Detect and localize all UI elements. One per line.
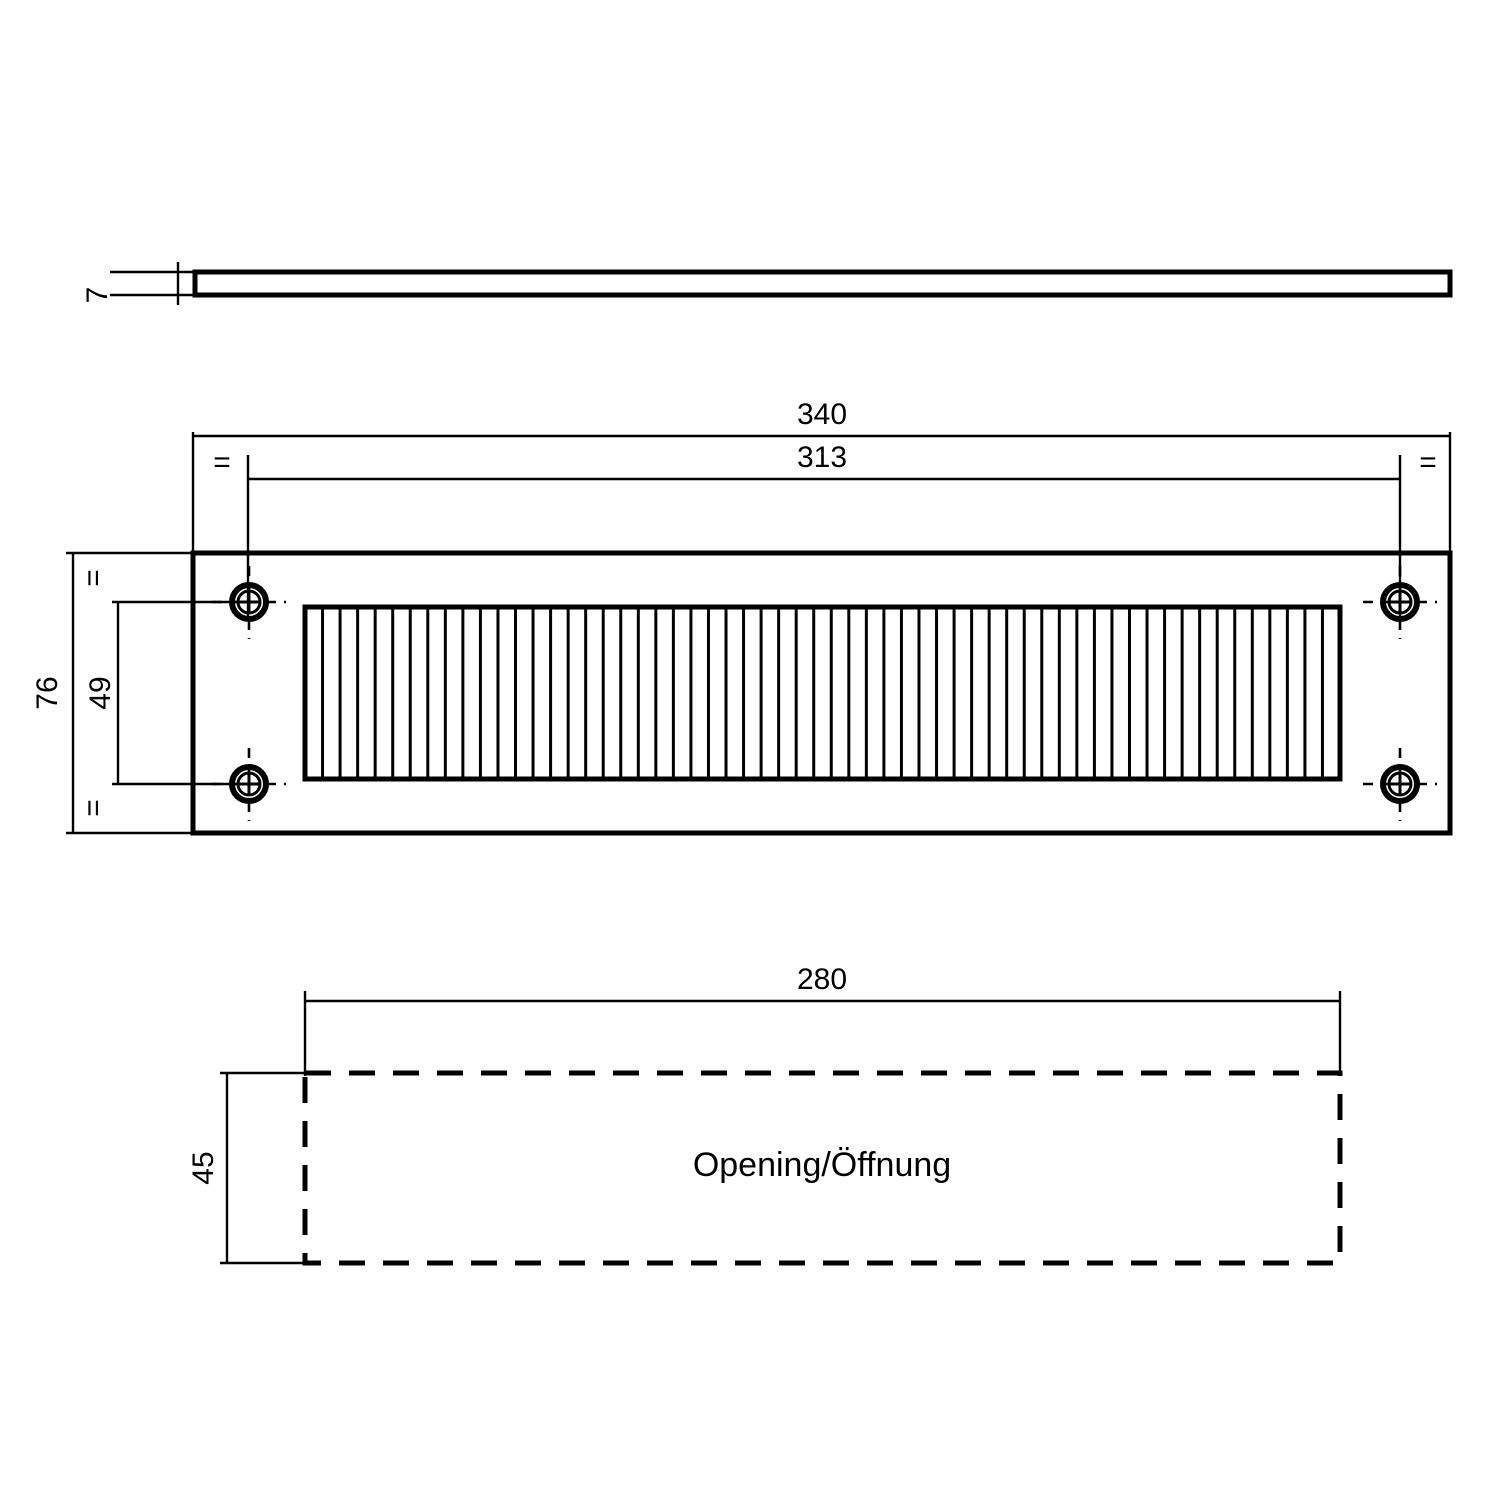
opening-height-dim-label: 45 bbox=[187, 1151, 220, 1184]
louver-slat-group bbox=[321, 607, 1324, 779]
equal-mark-top-left: = bbox=[213, 446, 231, 479]
thickness-dim-label: 7 bbox=[81, 287, 114, 304]
louver-grille-panel bbox=[302, 604, 1343, 782]
front-plate-outline bbox=[190, 550, 1453, 836]
screw-hole-top-left bbox=[212, 566, 286, 639]
height76-dim-label: 76 bbox=[31, 676, 64, 709]
screw-hole-top-right bbox=[1363, 566, 1437, 639]
equal-mark-top-right: = bbox=[1419, 446, 1437, 479]
height49-dim-label: 49 bbox=[84, 676, 117, 709]
screw-outer-ring bbox=[1380, 582, 1420, 622]
screw-hole-bottom-right bbox=[1363, 748, 1437, 821]
front-plate-view: 340 313 = = 76 49 = = bbox=[31, 398, 1453, 836]
opening-dashed-rectangle bbox=[302, 1070, 1343, 1266]
screw-hole-bottom-left bbox=[212, 748, 286, 821]
width313-dim-label: 313 bbox=[797, 441, 847, 474]
screw-outer-ring bbox=[229, 764, 269, 804]
side-profile-view: 7 bbox=[81, 262, 1453, 305]
width340-dim-label: 340 bbox=[797, 398, 847, 431]
equal-mark-left-bottom: = bbox=[77, 799, 110, 817]
side-profile-bar bbox=[192, 269, 1453, 298]
opening-width-dim-label: 280 bbox=[797, 963, 847, 996]
screw-outer-ring bbox=[1380, 764, 1420, 804]
screw-outer-ring bbox=[229, 582, 269, 622]
opening-cutout-view: 280 45 Opening/Öffnung bbox=[187, 963, 1343, 1266]
opening-caption-label: Opening/Öffnung bbox=[693, 1146, 951, 1184]
louver-panel-frame bbox=[302, 604, 1343, 782]
equal-mark-left-top: = bbox=[77, 569, 110, 587]
